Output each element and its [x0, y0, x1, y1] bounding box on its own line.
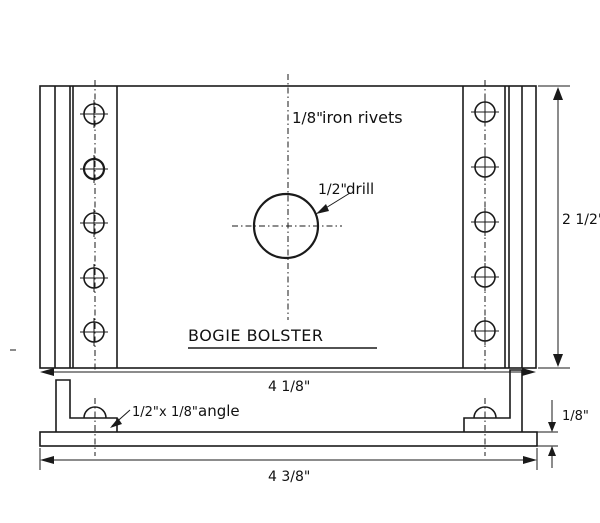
drill-size-label: 1/2" — [318, 182, 347, 198]
drill-note: 1/2" drill — [318, 180, 374, 198]
left-angle-section — [55, 379, 118, 432]
angle-leader — [110, 409, 131, 428]
top-width-dimension: 4 1/8" — [40, 368, 536, 395]
plate-thickness-label: 1/8" — [562, 409, 589, 424]
rivet-left-1 — [80, 100, 108, 128]
angle-note: 1/2" x 1/8" angle — [132, 402, 240, 420]
drawing-title: BOGIE BOLSTER — [188, 326, 323, 345]
left-angle-strip — [54, 80, 118, 372]
title-block: BOGIE BOLSTER — [188, 326, 377, 349]
drill-note-label: drill — [346, 180, 374, 198]
right-angle-section — [463, 369, 523, 432]
rivet-left-3 — [80, 209, 108, 237]
angle-times-sign: x — [159, 405, 167, 420]
rivet-left-5 — [80, 318, 108, 346]
elevation-view — [39, 369, 538, 456]
bottom-width-label: 4 3/8" — [268, 469, 310, 485]
rivet-left-2 — [80, 155, 108, 183]
plate-thickness-dimension: 1/8" — [537, 400, 589, 468]
rivet-note-label: iron rivets — [322, 108, 403, 127]
angle-thickness-size: 1/8" — [171, 405, 198, 420]
left-rivet-column — [80, 100, 108, 346]
centre-drill-hole — [252, 192, 320, 260]
rivet-note: 1/8" iron rivets — [292, 108, 403, 127]
rivet-right-4 — [471, 263, 499, 291]
angle-leg-size: 1/2" — [132, 405, 159, 420]
rivet-right-2 — [471, 153, 499, 181]
drill-leader — [315, 192, 351, 215]
angle-note-label: angle — [198, 402, 240, 420]
bottom-width-dimension: 4 3/8" — [39, 448, 538, 485]
right-angle-strip — [462, 80, 523, 372]
plan-outline — [39, 85, 537, 369]
rivet-right-3 — [471, 208, 499, 236]
base-plate — [39, 431, 538, 447]
rivet-left-4 — [80, 264, 108, 292]
rivet-right-5 — [471, 317, 499, 345]
right-rivet-column — [471, 98, 499, 345]
height-dimension: 2 1/2" — [538, 85, 600, 369]
rivet-right-1 — [471, 98, 499, 126]
top-width-label: 4 1/8" — [268, 379, 310, 395]
rivet-size-label: 1/8" — [292, 109, 323, 127]
height-dimension-label: 2 1/2" — [562, 212, 600, 228]
plan-view — [39, 74, 537, 372]
